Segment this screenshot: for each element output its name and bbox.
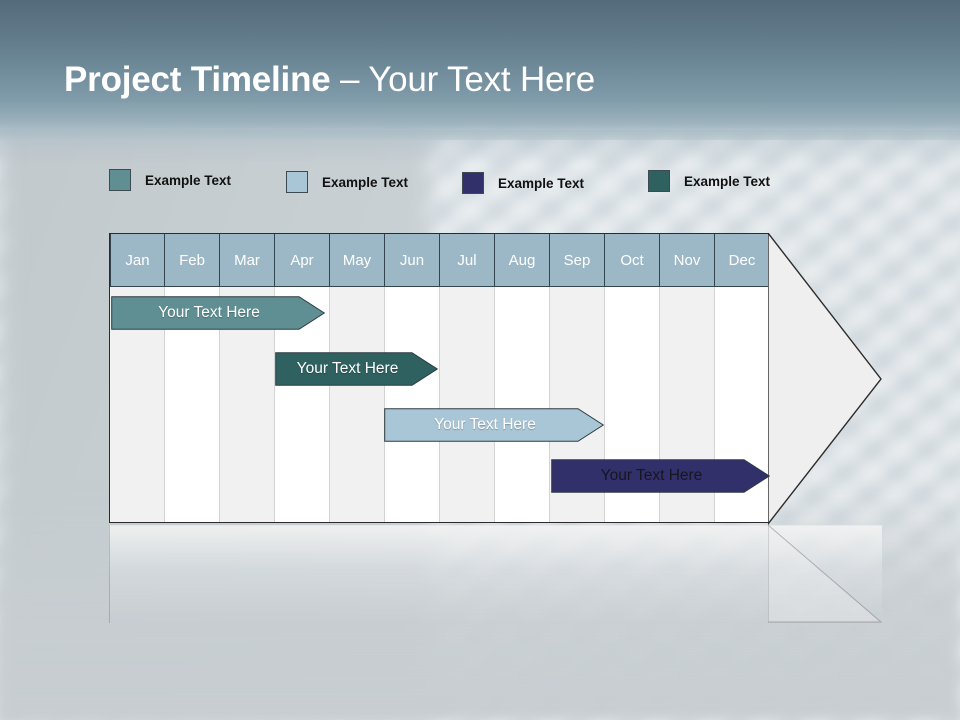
legend-item-2: Example Text [286, 171, 408, 193]
month-header-oct[interactable]: Oct [605, 234, 660, 286]
timeline-bar-1[interactable]: Your Text Here [111, 296, 325, 330]
column-divider [219, 234, 220, 522]
month-header-jun[interactable]: Jun [385, 234, 440, 286]
month-header-aug[interactable]: Aug [495, 234, 550, 286]
page-title-separator: – [330, 60, 369, 99]
page-title: Project Timeline – Your Text Here [64, 58, 595, 102]
timeline-bar-shape-3 [384, 408, 604, 442]
column-divider [549, 234, 550, 522]
month-header-mar[interactable]: Mar [220, 234, 275, 286]
month-header-sep[interactable]: Sep [550, 234, 605, 286]
legend-item-1: Example Text [109, 169, 231, 191]
month-header-jan[interactable]: Jan [110, 234, 165, 286]
legend-swatch-icon-4 [648, 170, 670, 192]
header-underline [110, 286, 768, 288]
column-divider [164, 234, 165, 522]
month-header-nov[interactable]: Nov [660, 234, 715, 286]
column-divider [604, 234, 605, 522]
month-header-apr[interactable]: Apr [275, 234, 330, 286]
month-header-may[interactable]: May [330, 234, 385, 286]
background-bottom-wash [0, 490, 960, 720]
timeline-bar-2[interactable]: Your Text Here [275, 352, 438, 386]
column-divider [439, 234, 440, 522]
month-header-jul[interactable]: Jul [440, 234, 495, 286]
timeline-bar-shape-2 [275, 352, 438, 386]
month-header-dec[interactable]: Dec [715, 234, 768, 286]
legend-label-2: Example Text [322, 174, 409, 190]
legend-item-3: Example Text [462, 172, 584, 194]
column-divider [714, 234, 715, 522]
legend-label-3: Example Text [498, 175, 585, 191]
legend-item-4: Example Text [648, 170, 770, 192]
page-title-regular: Your Text Here [368, 60, 596, 99]
timeline-bar-shape-4 [551, 459, 770, 493]
column-divider [494, 234, 495, 522]
timeline-bar-4[interactable]: Your Text Here [551, 459, 770, 493]
column-divider [659, 234, 660, 522]
timeline-bar-3[interactable]: Your Text Here [384, 408, 604, 442]
legend-label-4: Example Text [684, 173, 771, 189]
legend-swatch-icon-1 [109, 169, 131, 191]
legend-swatch-icon-3 [462, 172, 484, 194]
header-band [0, 0, 960, 166]
legend-label-1: Example Text [145, 172, 232, 188]
month-header-feb[interactable]: Feb [165, 234, 220, 286]
timeline-bar-shape-1 [111, 296, 325, 330]
column-divider [274, 234, 275, 522]
page-title-bold: Project Timeline [64, 60, 331, 99]
legend-swatch-icon-2 [286, 171, 308, 193]
